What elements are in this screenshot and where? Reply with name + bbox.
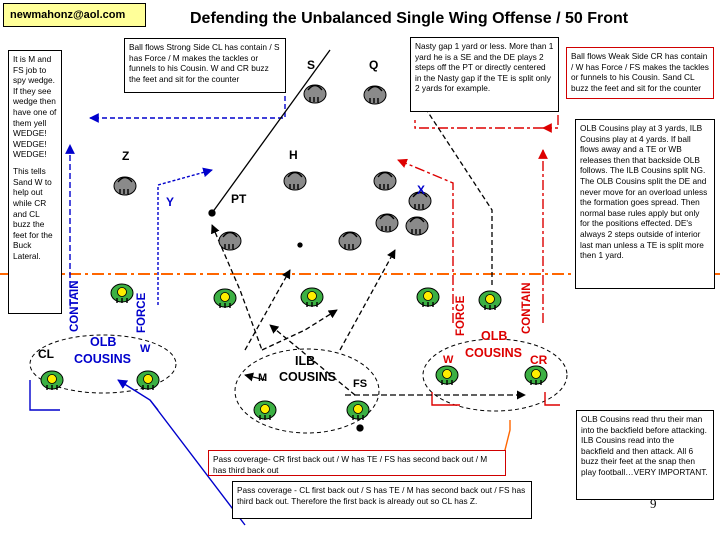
label-m: M bbox=[258, 372, 268, 384]
diagram-title: Defending the Unbalanced Single Wing Off… bbox=[190, 10, 629, 27]
label-y: Y bbox=[166, 195, 175, 209]
label-cl: CL bbox=[38, 347, 54, 361]
label-x: X bbox=[417, 183, 426, 197]
olb-cousins-left-ellipse bbox=[29, 334, 177, 394]
label-h: H bbox=[289, 148, 298, 162]
label-cr: CR bbox=[530, 353, 548, 367]
label-s: S bbox=[307, 58, 316, 72]
label-cousins-right: COUSINS bbox=[465, 346, 522, 360]
olb-cousins-right-ellipse bbox=[422, 338, 568, 412]
note-nasty-gap: Nasty gap 1 yard or less. More than 1 ya… bbox=[410, 37, 559, 112]
label-contain-right: CONTAIN bbox=[521, 282, 533, 334]
page-number: 9 bbox=[650, 496, 657, 511]
note-left-paragraph-2: This tells Sand W to help out while CR a… bbox=[13, 166, 53, 261]
offense-players bbox=[113, 84, 432, 251]
label-fs: FS bbox=[353, 378, 368, 390]
red-routes bbox=[397, 96, 560, 463]
label-w-left: W bbox=[140, 343, 151, 355]
label-olb-right: OLB bbox=[481, 329, 508, 343]
label-force-left: FORCE bbox=[136, 292, 148, 333]
note-olb-ilb-alignment: OLB Cousins play at 3 yards, ILB Cousins… bbox=[575, 119, 715, 289]
label-z: Z bbox=[122, 149, 130, 163]
label-w-right: W bbox=[443, 354, 454, 366]
label-cousins-left: COUSINS bbox=[74, 352, 131, 366]
note-left-spy-wedge: It is M and FS job to spy wedge. If they… bbox=[8, 50, 62, 314]
ilb-cousins-ellipse bbox=[234, 348, 380, 434]
note-weak-side: Ball flows Weak Side CR has contain / W … bbox=[566, 47, 714, 99]
label-contain-left: CONTAIN bbox=[69, 280, 81, 332]
label-ilb: ILB bbox=[295, 354, 316, 368]
label-q: Q bbox=[369, 58, 379, 72]
label-pt: PT bbox=[231, 192, 247, 206]
note-pass-coverage-weak: Pass coverage- CR first back out / W has… bbox=[208, 450, 506, 476]
note-read-keys: OLB Cousins read thru their man into the… bbox=[576, 410, 714, 500]
note-pass-coverage-strong: Pass coverage - CL first back out / S ha… bbox=[232, 481, 532, 519]
note-strong-side: Ball flows Strong Side CL has contain / … bbox=[124, 38, 286, 93]
label-olb-left: OLB bbox=[90, 335, 117, 349]
note-left-paragraph-1: It is M and FS job to spy wedge. If they… bbox=[13, 54, 57, 160]
label-cousins-mid: COUSINS bbox=[279, 370, 336, 384]
author-email: newmahonz@aol.com bbox=[3, 3, 146, 27]
label-force-right: FORCE bbox=[455, 295, 467, 336]
